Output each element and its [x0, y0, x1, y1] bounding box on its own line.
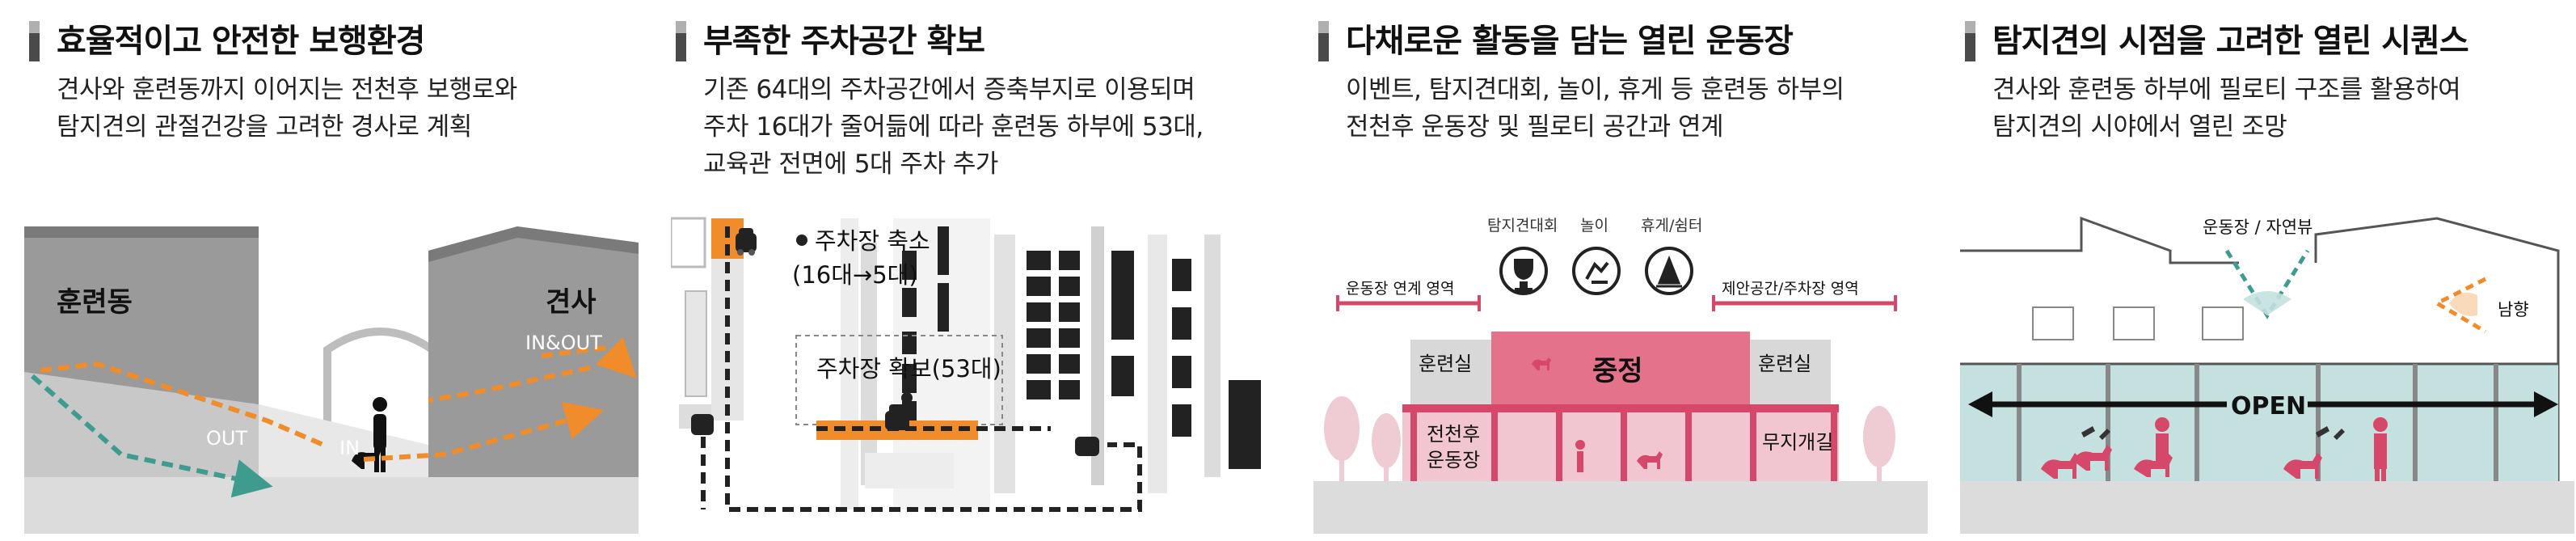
building-right-label: 견사: [546, 286, 597, 319]
training-building: [24, 226, 259, 404]
desc-line: 견사와 훈련동 하부에 필로티 구조를 활용하여: [1992, 75, 2461, 104]
zone-left-label: 운동장 연계 영역: [1346, 280, 1454, 298]
icon1-label: 탐지견대회: [1487, 217, 1558, 235]
car-icon: [736, 228, 757, 256]
section-marker: [1965, 21, 1975, 61]
south-arrow: [2432, 277, 2487, 334]
section-marker: [1318, 21, 1329, 61]
reduce-title: 주차장 축소: [815, 227, 930, 255]
icon3-label: 휴게/쉼터: [1641, 217, 1702, 235]
desc-line: 교육관 전면에 5대 주차 추가: [703, 150, 998, 179]
panel-description: 이벤트, 탐지견대회, 놀이, 휴게 등 훈련동 하부의 전천후 운동장 및 필…: [1346, 71, 1845, 146]
section-marker: [676, 21, 686, 61]
panel-walkway: 효율적이고 안전한 보행환경 견사와 훈련동까지 이어지는 전천후 보행로와 탐…: [24, 0, 639, 541]
building-left-label: 훈련동: [57, 286, 133, 319]
icon2-label: 놀이: [1580, 217, 1608, 235]
panel-parking: 부족한 주차공간 확보 기존 64대의 주차공간에서 증축부지로 이용되며 주차…: [671, 0, 1285, 541]
dog-figures: [2041, 417, 2388, 481]
parking-plan: 주차장 축소 (16대→5대) 주차장 확보(53대): [671, 217, 1261, 512]
courtyard-block: [1491, 332, 1750, 404]
trophy-icon: [1499, 247, 1548, 295]
car-icon: [1075, 437, 1099, 456]
room-left-label: 훈련실: [1419, 353, 1472, 375]
in-out-arrow: [541, 336, 637, 378]
center-label: 중정: [1592, 355, 1643, 387]
panel-sequence: 탐지견의 시점을 고려한 열린 시퀀스 견사와 훈련동 하부에 필로티 구조를 …: [1960, 0, 2574, 541]
canopy: [323, 328, 436, 477]
panel-title: 부족한 주차공간 확보: [703, 23, 985, 60]
desc-line: 주차 16대가 줄어듦에 따라 훈련동 하부에 53대,: [703, 112, 1204, 142]
desc-line: 이벤트, 탐지견대회, 놀이, 휴게 등 훈련동 하부의: [1346, 75, 1845, 104]
desc-line: 탐지견의 시야에서 열린 조망: [1992, 112, 2287, 142]
ground2-label: 운동장: [1427, 449, 1480, 471]
car-icon: [691, 414, 714, 435]
panel-description: 견사와 훈련동 하부에 필로티 구조를 활용하여 탐지견의 시야에서 열린 조망: [1992, 71, 2461, 146]
panel-title: 효율적이고 안전한 보행환경: [57, 23, 425, 60]
sequence-section: 운동장 / 자연뷰 남향 OPEN: [1960, 216, 2574, 534]
desc-line: 전천후 운동장 및 필로티 공간과 연계: [1346, 112, 1724, 142]
rest-icon: [1645, 247, 1693, 295]
zone-right-label: 제안공간/주차장 영역: [1722, 280, 1859, 298]
play-icon: [1572, 247, 1621, 295]
reduce-detail: (16대→5대): [792, 261, 918, 289]
room-right-label: 훈련실: [1758, 353, 1811, 375]
in-out-label: IN&OUT: [525, 332, 602, 354]
walkway-diagram: 훈련동 견사 IN&OUT OUT IN: [24, 226, 639, 534]
view-label: 운동장 / 자연뷰: [2203, 218, 2312, 237]
panel-description: 기존 64대의 주차공간에서 증축부지로 이용되며 주차 16대가 줄어듦에 따…: [703, 71, 1204, 183]
open-label: OPEN: [2231, 392, 2306, 421]
ground1-label: 전천후: [1427, 423, 1480, 446]
in-arrow: [40, 361, 325, 447]
section-marker: [29, 21, 40, 61]
car-route: [725, 226, 1142, 512]
desc-line: 기존 64대의 주차공간에서 증축부지로 이용되며: [703, 75, 1195, 104]
panel-title: 다채로운 활동을 담는 열린 운동장: [1346, 23, 1794, 60]
desc-line: 견사와 훈련동까지 이어지는 전천후 보행로와: [57, 75, 517, 104]
car-icon: [885, 404, 909, 430]
panel-description: 견사와 훈련동까지 이어지는 전천후 보행로와 탐지견의 관절건강을 고려한 경…: [57, 71, 517, 146]
panel-playground: 다채로운 활동을 담는 열린 운동장 이벤트, 탐지견대회, 놀이, 휴게 등 …: [1313, 0, 1928, 541]
ground: [24, 477, 639, 534]
playground-section: 탐지견대회 놀이 휴게/쉼터 운동장 연계 영역 제안공간/주차장 영역 중정 …: [1313, 217, 1928, 534]
panel-title: 탐지견의 시점을 고려한 열린 시퀀스: [1992, 23, 2469, 60]
desc-line: 탐지견의 관절건강을 고려한 경사로 계획: [57, 112, 472, 142]
secure-label: 주차장 확보(53대): [816, 355, 1001, 383]
south-label: 남향: [2498, 300, 2529, 319]
out-label: OUT: [206, 427, 247, 450]
out-arrow: [31, 374, 273, 498]
in-label: IN: [339, 437, 360, 459]
free-label: 무지개길: [1762, 431, 1833, 454]
